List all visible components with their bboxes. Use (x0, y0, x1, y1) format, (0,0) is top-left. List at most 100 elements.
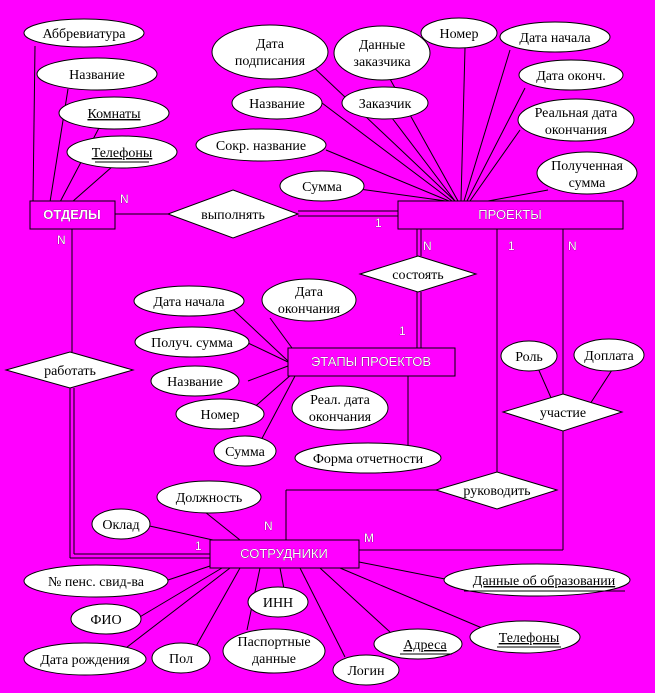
attribute-amount[interactable]: Сумма (279, 170, 365, 202)
relationship-rukovodit[interactable]: руководить (434, 471, 559, 510)
entity-sotrudniki[interactable]: СОТРУДНИКИ (209, 539, 360, 569)
svg-text:Реал. дата: Реал. дата (310, 393, 371, 408)
entity-sotrudniki-label: СОТРУДНИКИ (240, 546, 328, 561)
attribute-dept-name[interactable]: Название (36, 57, 158, 91)
attribute-client[interactable]: Заказчик (341, 86, 429, 120)
attribute-inn[interactable]: ИНН (247, 586, 309, 618)
attribute-pension-cert[interactable]: № пенс. свид-ва (23, 564, 169, 598)
svg-text:№ пенс. свид-ва: № пенс. свид-ва (48, 575, 145, 590)
relationship-sostoyat-label: состоять (392, 268, 443, 283)
attribute-client-data[interactable]: Данные заказчика (333, 25, 431, 81)
entity-etapy[interactable]: ЭТАПЫ ПРОЕКТОВ (287, 347, 456, 377)
attribute-salary[interactable]: Оклад (91, 508, 151, 540)
relationship-rabotat[interactable]: работать (4, 351, 135, 389)
svg-text:Комнаты: Комнаты (87, 107, 141, 122)
svg-text:Должность: Должность (176, 491, 243, 506)
svg-text:Номер: Номер (440, 27, 479, 42)
cardinality-proekty-sostoyat: N (423, 239, 432, 253)
attribute-stage-real-end[interactable]: Реал. дата окончания (291, 385, 389, 431)
cardinality-proekty-vypolnyat: 1 (375, 216, 382, 230)
svg-text:Сокр. название: Сокр. название (216, 139, 306, 154)
svg-text:Дата начала: Дата начала (519, 31, 591, 46)
relationship-vypolnyat-label: выполнять (201, 208, 265, 223)
attribute-login[interactable]: Логин (332, 654, 400, 686)
svg-text:Дата рождения: Дата рождения (40, 653, 130, 668)
attribute-dept-phones[interactable]: Телефоны (66, 135, 178, 169)
relationship-vypolnyat[interactable]: выполнять (166, 189, 300, 239)
svg-text:заказчика: заказчика (353, 55, 411, 70)
svg-text:Номер: Номер (201, 408, 240, 423)
svg-text:Оклад: Оклад (102, 518, 139, 533)
attribute-number[interactable]: Номер (420, 17, 498, 49)
entity-otdely-label: ОТДЕЛЫ (43, 207, 101, 222)
attribute-birth-date[interactable]: Дата рождения (23, 642, 147, 676)
svg-text:Название: Название (167, 375, 223, 390)
attribute-addresses[interactable]: Адреса (373, 628, 463, 660)
svg-text:Название: Название (69, 68, 125, 83)
svg-text:Форма отчетности: Форма отчетности (313, 452, 424, 467)
relationship-uchastie-label: участие (540, 406, 586, 421)
entity-etapy-label: ЭТАПЫ ПРОЕКТОВ (311, 354, 431, 369)
attribute-komnaty[interactable]: Комнаты (58, 96, 170, 130)
attribute-short-name[interactable]: Сокр. название (195, 128, 327, 162)
attribute-sex[interactable]: Пол (151, 642, 211, 674)
relationship-uchastie[interactable]: участие (501, 393, 624, 432)
attribute-abbreviatura[interactable]: Аббревиатура (23, 18, 145, 48)
svg-text:Логин: Логин (348, 664, 385, 679)
svg-text:Телефоны: Телефоны (92, 146, 153, 161)
relationship-sostoyat[interactable]: состоять (358, 255, 478, 293)
svg-text:Реальная дата: Реальная дата (535, 106, 619, 121)
attribute-end-date[interactable]: Дата оконч. (518, 59, 624, 91)
attribute-stage-received[interactable]: Получ. сумма (134, 326, 250, 358)
cardinality-sotrudniki-rukovodit: N (264, 519, 273, 533)
attribute-proj-name[interactable]: Название (231, 86, 323, 120)
svg-text:Телефоны: Телефоны (499, 631, 560, 646)
cardinality-proekty-rukovodit: 1 (508, 239, 515, 253)
attribute-stage-number[interactable]: Номер (175, 398, 265, 430)
attribute-real-end-date[interactable]: Реальная дата окончания (517, 98, 635, 142)
svg-text:Полученная: Полученная (551, 159, 623, 174)
entity-otdely[interactable]: ОТДЕЛЫ (29, 200, 116, 230)
svg-text:Получ. сумма: Получ. сумма (151, 336, 233, 351)
cardinality-labels: N 1 N N 1 1 N 1 N M (57, 192, 577, 553)
attribute-received-amount[interactable]: Полученная сумма (536, 151, 638, 195)
attribute-education[interactable]: Данные об образовании (443, 563, 631, 597)
attribute-sign-date[interactable]: Дата подписания (211, 24, 329, 80)
svg-text:Сумма: Сумма (302, 180, 342, 195)
svg-text:ФИО: ФИО (90, 613, 121, 628)
svg-text:окончания: окончания (278, 302, 341, 317)
svg-text:данные: данные (252, 652, 296, 667)
attribute-emp-phones[interactable]: Телефоны (469, 620, 581, 654)
svg-text:Заказчик: Заказчик (359, 97, 412, 112)
svg-text:Пол: Пол (169, 652, 193, 667)
svg-text:Роль: Роль (515, 350, 543, 365)
svg-text:ИНН: ИНН (263, 596, 293, 611)
svg-text:Дата: Дата (256, 37, 285, 52)
svg-text:Паспортные: Паспортные (237, 635, 310, 650)
attribute-role[interactable]: Роль (500, 340, 558, 372)
relationship-rabotat-label: работать (44, 364, 96, 379)
attribute-stage-name[interactable]: Название (150, 365, 240, 397)
attribute-fio[interactable]: ФИО (70, 603, 142, 635)
cardinality-sotrudniki-rabotat: 1 (195, 539, 202, 553)
svg-text:Доплата: Доплата (584, 349, 634, 364)
attribute-stage-end-date[interactable]: Дата окончания (261, 278, 357, 322)
svg-text:Данные об образовании: Данные об образовании (473, 574, 616, 589)
entity-proekty[interactable]: ПРОЕКТЫ (397, 200, 624, 230)
svg-text:Сумма: Сумма (225, 445, 265, 460)
svg-text:Дата начала: Дата начала (153, 295, 225, 310)
relationship-rukovodit-label: руководить (463, 484, 530, 499)
attribute-start-date[interactable]: Дата начала (499, 21, 611, 53)
connector-lines (32, 45, 613, 658)
attribute-position[interactable]: Должность (156, 480, 262, 514)
svg-text:сумма: сумма (569, 176, 606, 191)
attribute-bonus[interactable]: Доплата (573, 338, 645, 372)
attribute-stage-start-date[interactable]: Дата начала (133, 285, 245, 317)
svg-text:Данные: Данные (359, 38, 405, 53)
attribute-stage-amount[interactable]: Сумма (213, 435, 277, 467)
svg-text:подписания: подписания (235, 54, 306, 69)
attribute-stage-report-form[interactable]: Форма отчетности (294, 442, 442, 474)
svg-text:Аббревиатура: Аббревиатура (43, 27, 127, 42)
attribute-passport[interactable]: Паспортные данные (222, 628, 326, 674)
